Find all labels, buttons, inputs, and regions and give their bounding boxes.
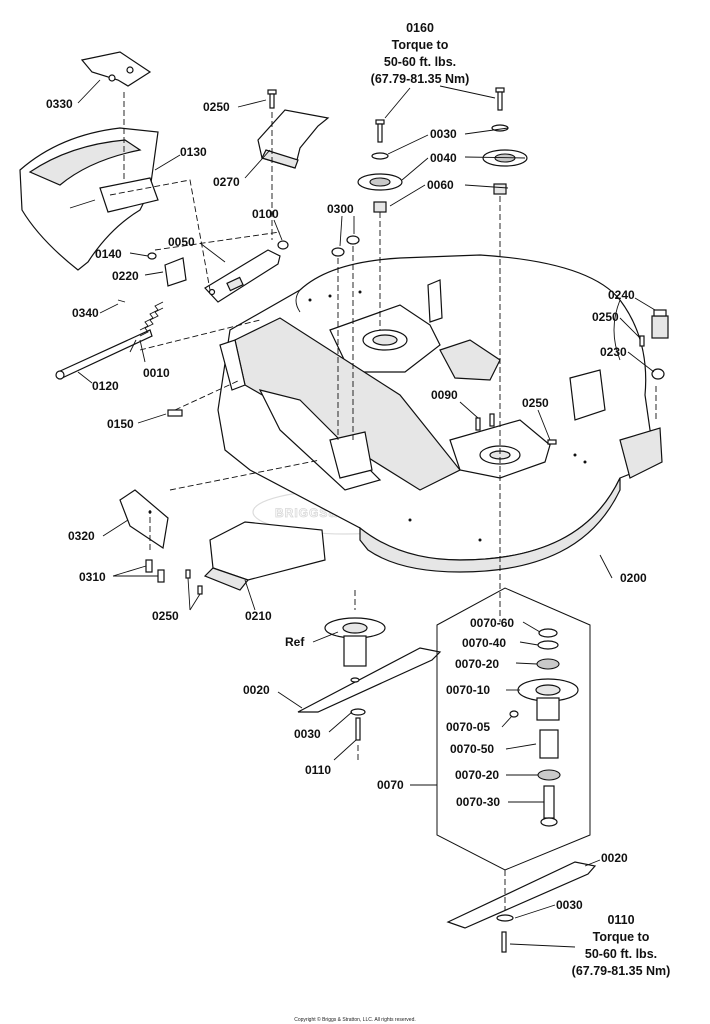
spindle-callout-frame [436, 587, 591, 871]
callout-0070-30: 0070-30 [456, 795, 500, 809]
callout-0330: 0330 [46, 97, 73, 111]
blade-0020-right [446, 861, 597, 953]
callout-labels: 0160 Torque to 50-60 ft. lbs. (67.79-81.… [46, 21, 670, 978]
copyright-notice: Copyright © Briggs & Stratton, LLC. All … [294, 1016, 416, 1023]
spindle-ref [324, 617, 386, 667]
callout-0070-20-lower: 0070-20 [455, 768, 499, 782]
callout-0150: 0150 [107, 417, 134, 431]
torque-note-0160-line3: (67.79-81.35 Nm) [371, 72, 470, 86]
blade-0020-left [297, 647, 442, 741]
callout-0120: 0120 [92, 379, 119, 393]
callout-0200: 0200 [620, 571, 647, 585]
cover-0270 [257, 109, 330, 169]
callout-0310: 0310 [79, 570, 106, 584]
callout-0160: 0160 [406, 21, 434, 35]
callout-0320: 0320 [68, 529, 95, 543]
callout-0300: 0300 [327, 202, 354, 216]
callout-0030: 0030 [430, 127, 457, 141]
bracket-0330 [80, 51, 152, 87]
mower-deck-housing [217, 254, 663, 573]
callout-0020-left: 0020 [243, 683, 270, 697]
callout-0010: 0010 [143, 366, 170, 380]
plate-0220 [164, 257, 187, 287]
belt-shield [19, 127, 159, 271]
callout-0050: 0050 [168, 235, 195, 249]
callout-0070-10: 0070-10 [446, 683, 490, 697]
callout-ref: Ref [285, 635, 305, 649]
callout-0340: 0340 [72, 306, 99, 320]
assembly-centerlines [109, 92, 657, 910]
callout-0130: 0130 [180, 145, 207, 159]
callout-0070: 0070 [377, 778, 404, 792]
callout-0070-60: 0070-60 [470, 616, 514, 630]
callout-0030-right: 0030 [556, 898, 583, 912]
callout-0070-40: 0070-40 [462, 636, 506, 650]
spindle-assembly-0070 [509, 628, 579, 827]
torque-note-0160-line1: Torque to [392, 38, 449, 52]
baffle-0210 [203, 521, 326, 591]
callout-0100: 0100 [252, 207, 279, 221]
callout-0110-left: 0110 [305, 763, 331, 777]
callout-0060: 0060 [427, 178, 454, 192]
callout-0250-lower: 0250 [152, 609, 179, 623]
callout-0020-right: 0020 [601, 851, 628, 865]
torque-note-0160-line2: 50-60 ft. lbs. [384, 55, 456, 69]
leader-lines [77, 79, 656, 948]
callout-0240: 0240 [608, 288, 635, 302]
callout-0070-50: 0070-50 [450, 742, 494, 756]
callout-0070-20-upper: 0070-20 [455, 657, 499, 671]
callout-0250: 0250 [203, 100, 230, 114]
torque-note-0110-line1: Torque to [593, 930, 650, 944]
callout-0230: 0230 [600, 345, 627, 359]
torque-note-0110-line3: (67.79-81.35 Nm) [572, 964, 671, 978]
callout-0210: 0210 [245, 609, 272, 623]
callout-0110-right: 0110 [607, 913, 634, 927]
hardware-bolts [145, 87, 669, 595]
torque-note-0110-line2: 50-60 ft. lbs. [585, 947, 657, 961]
callout-0030-left: 0030 [294, 727, 321, 741]
callout-0250-mid: 0250 [522, 396, 549, 410]
callout-0090: 0090 [431, 388, 458, 402]
callout-0070-05: 0070-05 [446, 720, 490, 734]
callout-0040: 0040 [430, 151, 457, 165]
callout-0220: 0220 [112, 269, 139, 283]
callout-0250-right: 0250 [592, 310, 619, 324]
bracket-0050 [204, 249, 281, 303]
callout-0270: 0270 [213, 175, 240, 189]
callout-0140: 0140 [95, 247, 122, 261]
rod-and-spring [55, 299, 164, 380]
baffle-0320 [119, 489, 169, 550]
